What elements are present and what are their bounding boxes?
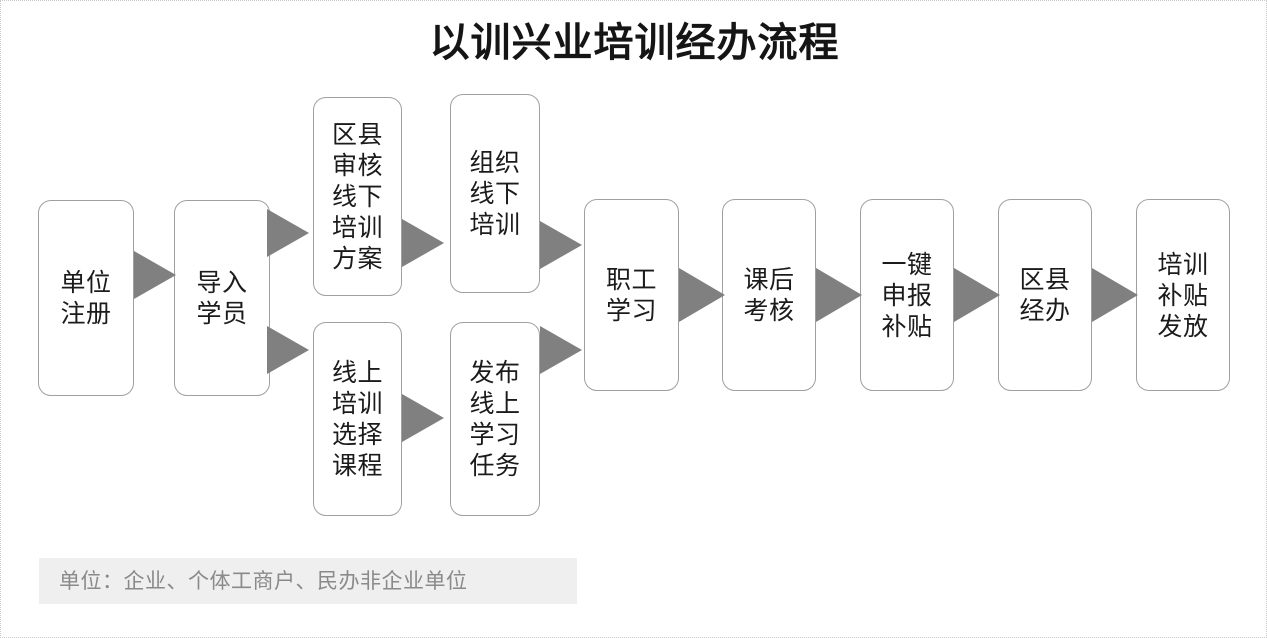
flow-node-label: 一键 申报 补贴: [881, 249, 933, 341]
flow-node-n2[interactable]: 导入 学员: [174, 200, 270, 396]
flow-arrow-n1-to-n2: [134, 251, 176, 299]
flow-node-label: 发布 线上 学习 任务: [469, 358, 521, 480]
footnote-banner: 单位：企业、个体工商户、民办非企业单位: [39, 558, 577, 604]
flow-arrow-n7-to-n8: [679, 268, 725, 322]
flow-node-label: 区县 审核 线下 培训 方案: [331, 120, 383, 273]
flow-node-label: 导入 学员: [196, 268, 248, 328]
flow-node-label: 职工 学习: [605, 265, 657, 325]
page-title: 以训兴业培训经办流程: [429, 20, 840, 65]
flow-arrow-n9-to-n10: [954, 268, 1000, 322]
flow-node-n4[interactable]: 组织 线下 培训: [450, 94, 540, 293]
flow-node-n7[interactable]: 职工 学习: [584, 199, 679, 391]
flow-arrow-n6-to-n7: [540, 326, 582, 374]
flow-node-n5[interactable]: 线上 培训 选择 课程: [313, 322, 402, 516]
flow-node-n10[interactable]: 区县 经办: [998, 199, 1092, 391]
flow-arrow-n4-to-n7: [540, 221, 582, 269]
flow-arrow-n5-to-n6: [402, 394, 444, 442]
flow-node-label: 区县 经办: [1019, 265, 1071, 325]
flow-node-label: 线上 培训 选择 课程: [331, 358, 383, 480]
flow-node-n3[interactable]: 区县 审核 线下 培训 方案: [313, 97, 402, 296]
flow-node-label: 课后 考核: [743, 265, 795, 325]
flow-node-label: 单位 注册: [60, 268, 112, 328]
flow-arrow-n10-to-n11: [1092, 268, 1138, 322]
flow-arrow-n8-to-n9: [816, 268, 862, 322]
flow-node-n11[interactable]: 培训 补贴 发放: [1136, 199, 1230, 391]
flow-arrow-n2-to-n3: [267, 209, 309, 257]
flow-arrow-n3-to-n4: [402, 219, 444, 267]
flow-node-n8[interactable]: 课后 考核: [722, 199, 816, 391]
flow-node-label: 培训 补贴 发放: [1157, 249, 1209, 341]
flow-node-n1[interactable]: 单位 注册: [38, 200, 134, 396]
footnote-text: 单位：企业、个体工商户、民办非企业单位: [59, 569, 468, 593]
flow-arrow-n2-to-n5: [267, 326, 309, 374]
flow-node-n6[interactable]: 发布 线上 学习 任务: [450, 322, 540, 516]
flow-node-n9[interactable]: 一键 申报 补贴: [860, 199, 954, 391]
flow-node-label: 组织 线下 培训: [469, 148, 521, 239]
